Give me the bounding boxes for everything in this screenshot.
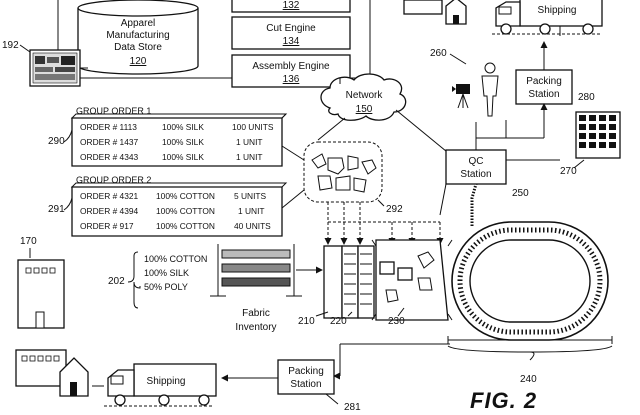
group1-title: GROUP ORDER 1 (76, 106, 151, 116)
terminal-ref: 192 (2, 40, 19, 51)
packing-station-bottom: Packing Station 281 (221, 359, 361, 413)
group1-ref: 290 (48, 136, 65, 147)
group-order-2: GROUP ORDER 2 291 ORDER # 4321 100% COTT… (48, 175, 288, 237)
datastore-line-1: Apparel (121, 18, 155, 29)
camera-ref: 260 (430, 48, 447, 59)
g2-order: ORDER # 4321 (80, 191, 139, 201)
g1-order: ORDER # 4343 (80, 152, 139, 162)
bottom-flow (333, 343, 450, 380)
cutting-machines: 210 220 (298, 245, 375, 327)
g2-material: 100% COTTON (156, 221, 215, 231)
qc-line2: Station (460, 169, 491, 180)
fabric-inventory: 202 100% COTTON 100% SILK 50% POLY Fabri… (108, 244, 323, 333)
bottom-shipping-truck: Shipping (92, 363, 217, 407)
cut-engine-ref: 134 (283, 36, 300, 47)
group2-rows: ORDER # 4321 100% COTTON 5 UNITS ORDER #… (80, 191, 271, 231)
engine-132: 132 (231, 0, 351, 13)
top-shipping-label: Shipping (538, 5, 577, 16)
packing-station-top: Packing Station 280 (515, 41, 595, 105)
datastore-ref: 120 (130, 56, 147, 67)
network-cloud: Network 150 (320, 73, 407, 121)
qc-line1: QC (469, 156, 484, 167)
network-label: Network (346, 90, 384, 101)
fabric-type: 100% SILK (144, 268, 189, 278)
datastore-line-3: Data Store (114, 42, 162, 53)
packing-bottom-line1: Packing (288, 366, 324, 377)
figure-label: FIG. 2 (470, 388, 537, 413)
ref-220: 220 (330, 316, 347, 327)
ref-240: 240 (520, 374, 537, 385)
group2-title: GROUP ORDER 2 (76, 175, 151, 185)
assembly-engine-label: Assembly Engine (252, 61, 330, 72)
packing-top-ref: 280 (578, 92, 595, 103)
oval-conveyor: 240 (447, 221, 613, 385)
qc-ref: 250 (512, 188, 529, 199)
inspector-person (481, 62, 499, 117)
g2-material: 100% COTTON (156, 206, 215, 216)
g2-qty: 5 UNITS (234, 191, 267, 201)
g1-material: 100% SILK (162, 122, 204, 132)
g1-material: 100% SILK (162, 152, 204, 162)
fabric-type: 100% COTTON (144, 254, 207, 264)
packing-top-line1: Packing (526, 76, 562, 87)
grid-ref: 270 (560, 166, 577, 177)
building: 170 (17, 236, 65, 329)
packing-bottom-ref: 281 (344, 402, 361, 413)
group-order-1: GROUP ORDER 1 290 ORDER # 1113 100% SILK… (48, 106, 288, 167)
bottom-buildings (15, 349, 89, 397)
fabric-ref: 202 (108, 276, 125, 287)
fabric-type: 50% POLY (144, 282, 188, 292)
g1-order: ORDER # 1437 (80, 137, 139, 147)
g1-qty: 1 UNIT (236, 152, 263, 162)
garment-grid: 270 (560, 111, 621, 177)
network-ref: 150 (356, 104, 373, 115)
cut-flow-arrows (324, 202, 444, 245)
assembly-line: 230 (371, 239, 453, 327)
qc-station: QC Station 250 (445, 103, 548, 199)
g1-qty: 1 UNIT (236, 137, 263, 147)
qc-connectors (439, 159, 560, 216)
fabric-label2: Inventory (235, 322, 276, 333)
cut-engine: Cut Engine 134 (231, 16, 351, 50)
apparel-data-store: Apparel Manufacturing Data Store 120 (77, 0, 199, 75)
fabric-label1: Fabric (242, 308, 270, 319)
ref-210: 210 (298, 316, 315, 327)
assembly-engine-ref: 136 (283, 74, 300, 85)
building-ref: 170 (20, 236, 37, 247)
top-building (403, 0, 467, 25)
ref-230: 230 (388, 316, 405, 327)
assembly-engine: Assembly Engine 136 (231, 54, 351, 88)
top-shipping-truck: Shipping (492, 0, 603, 36)
bottom-shipping-label: Shipping (147, 376, 186, 387)
g2-qty: 40 UNITS (234, 221, 271, 231)
cut-engine-label: Cut Engine (266, 23, 316, 34)
g2-material: 100% COTTON (156, 191, 215, 201)
packing-top-line2: Station (528, 89, 559, 100)
qc-track (470, 183, 478, 226)
pattern-pieces: 292 (281, 141, 403, 215)
g2-qty: 1 UNIT (238, 206, 265, 216)
group1-rows: ORDER # 1113 100% SILK 100 UNITS ORDER #… (80, 122, 274, 162)
g2-order: ORDER # 4394 (80, 206, 139, 216)
g1-qty: 100 UNITS (232, 122, 274, 132)
g1-order: ORDER # 1113 (80, 122, 137, 132)
pattern-ref: 292 (386, 204, 403, 215)
packing-bottom-line2: Station (290, 379, 321, 390)
g2-order: ORDER # 917 (80, 221, 134, 231)
network-links (317, 78, 453, 157)
inspection-camera: 260 (430, 48, 470, 109)
datastore-line-2: Manufacturing (106, 30, 169, 41)
group2-ref: 291 (48, 204, 65, 215)
g1-material: 100% SILK (162, 137, 204, 147)
engine-132-ref: 132 (283, 0, 300, 11)
terminal: 192 (2, 40, 88, 87)
